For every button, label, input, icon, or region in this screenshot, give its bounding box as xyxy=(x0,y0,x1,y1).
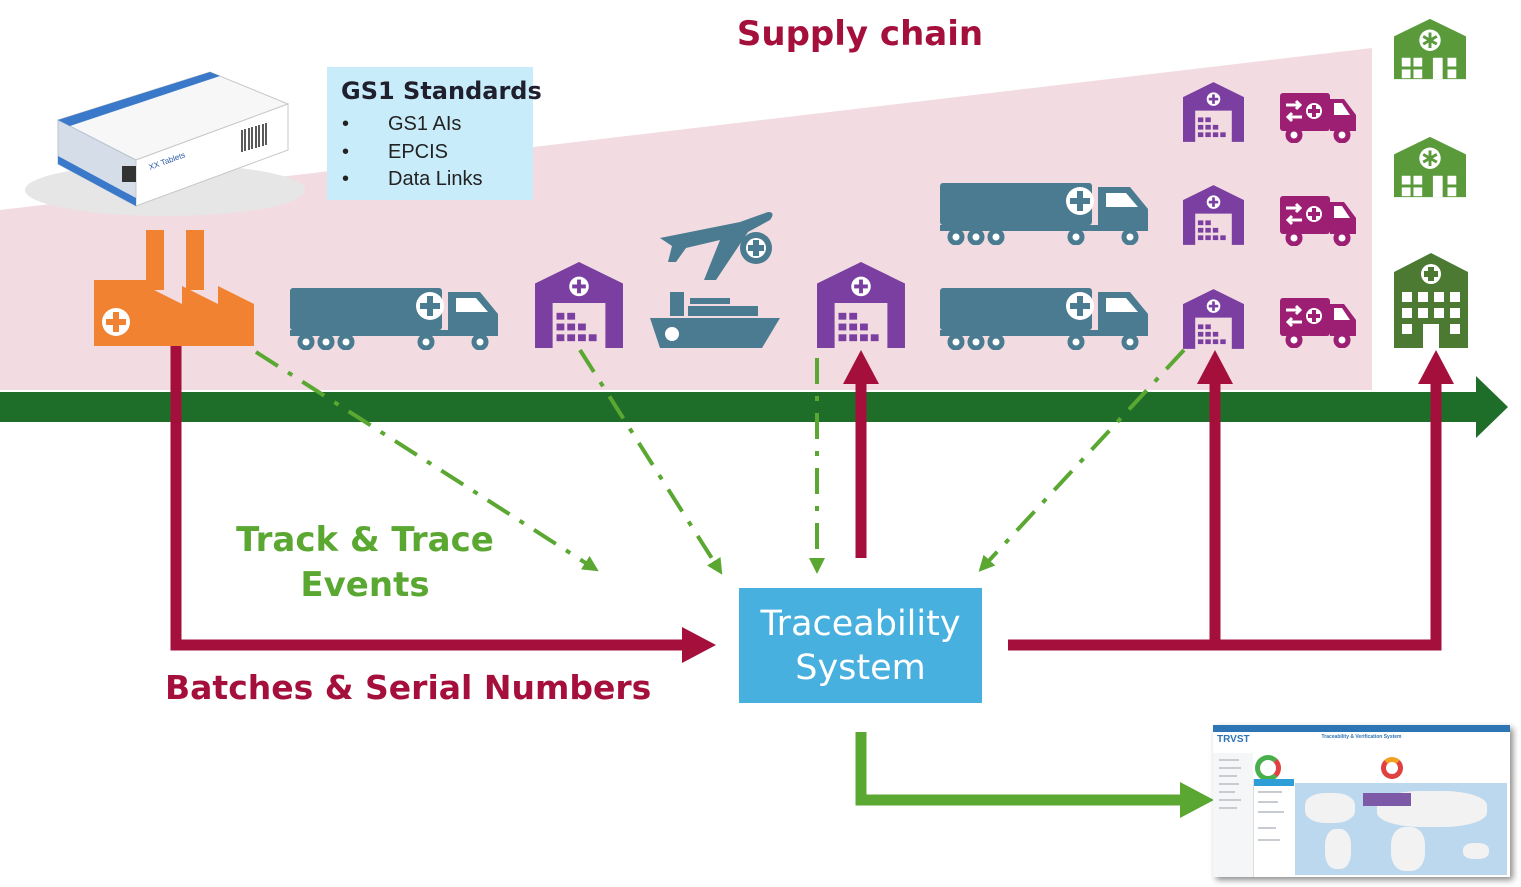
gs1-standards-box: GS1 Standards GS1 AIs EPCIS Data Links xyxy=(327,67,542,200)
timeline-arrow xyxy=(0,376,1508,438)
factory-icon xyxy=(94,230,254,346)
airplane-icon xyxy=(660,212,773,280)
event-arrow xyxy=(254,350,599,572)
dashboard-sidebar xyxy=(1213,753,1253,877)
system-to-dispensers-arrow xyxy=(1008,382,1442,651)
system-line: System xyxy=(795,647,926,688)
ship-icon xyxy=(650,292,780,348)
track-trace-line: Track & Trace xyxy=(236,520,494,560)
dashboard-donut-chart xyxy=(1381,757,1403,779)
system-to-dashboard-arrow xyxy=(855,732,1214,818)
dashboard-title: Traceability & Verification System xyxy=(1321,734,1402,740)
dashboard-map-popup xyxy=(1363,793,1411,806)
dashboard-screenshot: Traceability & Verification System TRVST xyxy=(1213,725,1510,877)
gs1-item-ais: GS1 AIs xyxy=(341,111,533,139)
batch-flow-arrow xyxy=(170,346,685,651)
dashboard-filter-panel xyxy=(1253,779,1294,877)
dashboard-top-bar xyxy=(1213,725,1510,732)
supply-chain-title: Supply chain xyxy=(736,14,984,54)
gs1-standards-title: GS1 Standards xyxy=(341,77,542,105)
gs1-item-epcis: EPCIS xyxy=(341,139,533,167)
dashboard-logo: TRVST xyxy=(1217,734,1250,745)
event-arrow xyxy=(978,348,1186,572)
gs1-standards-list: GS1 AIs EPCIS Data Links xyxy=(341,111,533,194)
dashboard-donut-chart xyxy=(1255,755,1281,781)
batches-serial-numbers-label: Batches & Serial Numbers xyxy=(165,668,652,707)
traceability-system-box: Traceability System xyxy=(739,588,982,703)
events-line: Events xyxy=(300,565,430,605)
pharmacy-icon xyxy=(1394,18,1466,80)
traceability-line: Traceability xyxy=(760,603,961,644)
gs1-item-data-links: Data Links xyxy=(341,166,533,194)
product-box-image: XX Tablets xyxy=(25,71,305,216)
event-arrow xyxy=(578,348,723,575)
track-trace-events-label: Track & Trace Events xyxy=(230,518,500,608)
pharmacy-icon xyxy=(1394,136,1466,198)
hospital-icon xyxy=(1394,253,1468,348)
